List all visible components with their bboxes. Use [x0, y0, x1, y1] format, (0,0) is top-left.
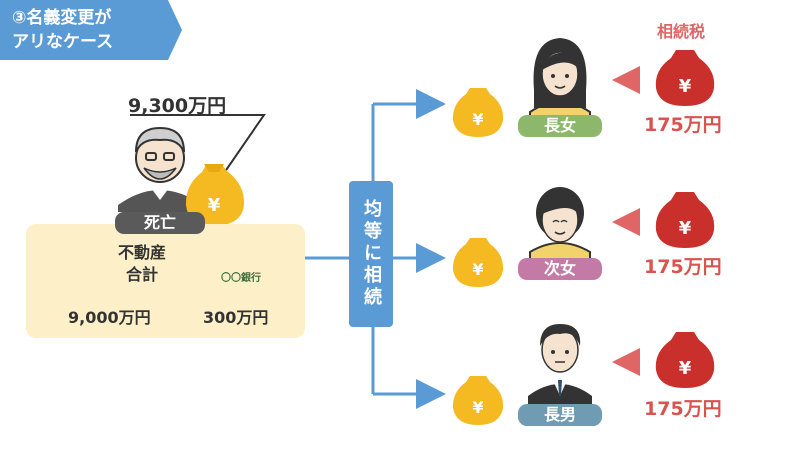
- realestate-label: 不動産 合計: [112, 242, 172, 286]
- svg-text:¥: ¥: [472, 110, 483, 129]
- deceased-tag: 死亡: [115, 212, 205, 234]
- bank-card-text: 〇〇銀行: [221, 273, 261, 284]
- tax-amount-eldest-son: 175万円: [644, 398, 722, 420]
- svg-text:¥: ¥: [208, 195, 221, 216]
- banner-line-2: アリなケース: [12, 32, 114, 52]
- svg-text:¥: ¥: [472, 260, 483, 279]
- yen-money-bag-icon: ¥: [655, 50, 715, 106]
- case-banner: ③名義変更が アリなケース: [12, 6, 113, 54]
- realestate-label-line-2: 合計: [125, 265, 158, 284]
- heir-tag-eldest-daughter: 長女: [518, 115, 602, 137]
- yen-money-bag-icon: ¥: [452, 376, 504, 425]
- heir-tag-eldest-son: 長男: [518, 404, 602, 426]
- yen-money-bag-icon: ¥: [452, 88, 504, 137]
- heir-tag-second-daughter: 次女: [518, 258, 602, 280]
- yen-money-bag-icon: ¥: [655, 332, 715, 388]
- yen-money-bag-icon: ¥: [655, 192, 715, 248]
- tax-pointer-3: [612, 348, 640, 376]
- woman-long-hair-icon: [529, 38, 591, 121]
- yen-money-bag-icon: ¥: [185, 164, 245, 226]
- tax-pointer-2: [612, 208, 640, 236]
- tax-amount-second-daughter: 175万円: [644, 256, 722, 278]
- equal-inheritance-box: 均等に相続: [349, 181, 393, 327]
- banner-line-1: ③名義変更が: [12, 8, 112, 28]
- tax-amount-eldest-daughter: 175万円: [644, 114, 722, 136]
- svg-text:¥: ¥: [472, 398, 483, 417]
- svg-text:¥: ¥: [679, 218, 692, 239]
- svg-text:¥: ¥: [679, 76, 692, 97]
- inheritance-tax-title: 相続税: [657, 22, 706, 41]
- bank-amount: 300万円: [203, 308, 269, 327]
- estate-total-amount: 9,300万円: [128, 95, 227, 117]
- banner-shape: [0, 0, 182, 60]
- svg-text:¥: ¥: [679, 358, 692, 379]
- realestate-amount: 9,000万円: [68, 308, 151, 327]
- amount-leader-line: [130, 114, 266, 177]
- estate-assets-box: [26, 224, 305, 338]
- tax-pointer-1: [612, 66, 640, 94]
- woman-short-hair-icon: [529, 187, 591, 263]
- man-suit-icon: [528, 324, 592, 406]
- grandfather-icon: [118, 126, 202, 212]
- realestate-label-line-1: 不動産: [117, 243, 166, 262]
- yen-money-bag-icon: ¥: [452, 238, 504, 287]
